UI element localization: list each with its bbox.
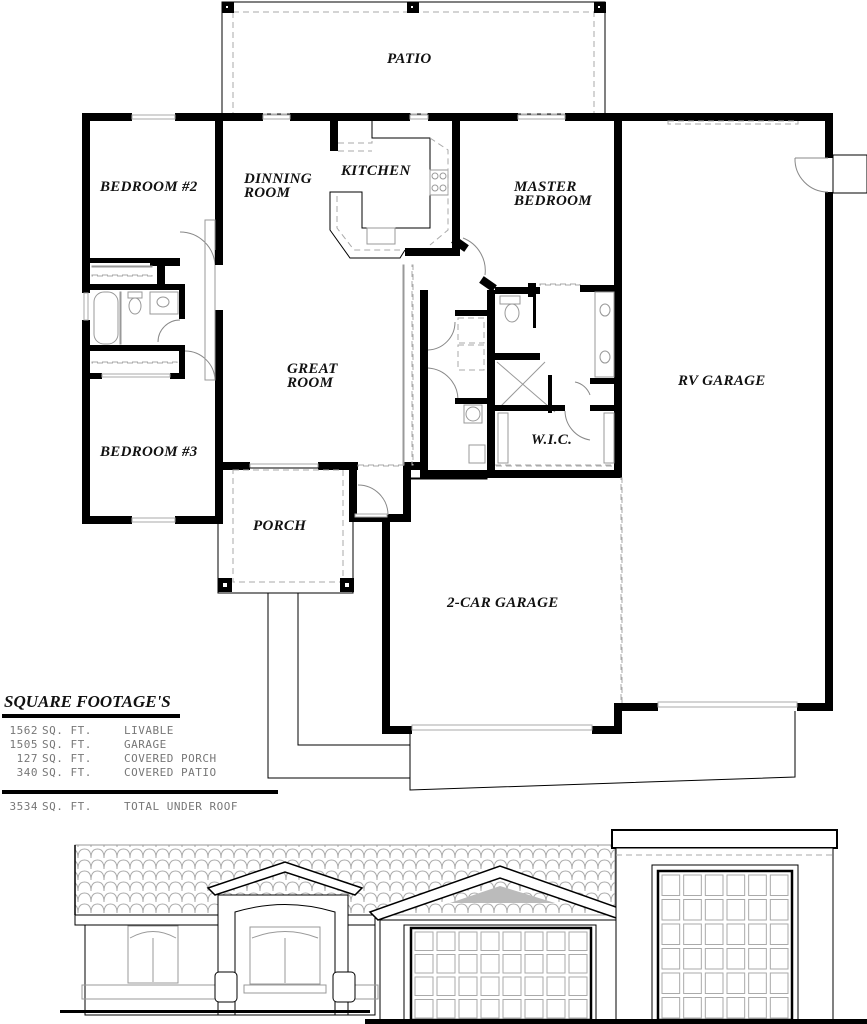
front-elevation xyxy=(60,829,867,1024)
kitchen-block xyxy=(329,121,460,259)
sqft-label: TOTAL UNDER ROOF xyxy=(124,800,238,813)
sqft-unit: SQ. FT. xyxy=(42,724,92,737)
room-label-kitchen: KITCHEN xyxy=(341,163,411,179)
sqft-row-total: 3534 SQ. FT. TOTAL UNDER ROOF xyxy=(2,800,238,813)
room-label-bedroom-2: BEDROOM #2 xyxy=(100,179,198,195)
sqft-unit: SQ. FT. xyxy=(42,752,92,765)
rv-side-door xyxy=(620,154,867,704)
room-label-patio: PATIO xyxy=(387,51,432,67)
room-label-great-room: GREAT ROOM xyxy=(287,361,338,391)
two-car-garage-door xyxy=(409,926,593,1022)
great-line-2: ROOM xyxy=(287,375,334,391)
master-line-2: BEDROOM xyxy=(514,193,592,209)
sqft-label: LIVABLE xyxy=(124,724,174,737)
title-underline xyxy=(2,714,180,718)
master-line-1: MASTER xyxy=(514,179,577,195)
sqft-row-covered-porch: 127 SQ. FT. COVERED PORCH xyxy=(2,752,217,765)
sqft-unit: SQ. FT. xyxy=(42,766,92,779)
room-label-2-car-garage: 2-CAR GARAGE xyxy=(447,595,559,611)
sqft-row-garage: 1505 SQ. FT. GARAGE xyxy=(2,738,167,751)
hall-bath-block xyxy=(90,219,216,381)
patio-area xyxy=(221,1,606,115)
sqft-label: GARAGE xyxy=(124,738,167,751)
sqft-amount: 127 xyxy=(16,752,38,765)
porch-area xyxy=(217,467,796,791)
room-label-wic: W.I.C. xyxy=(531,432,573,448)
total-divider xyxy=(2,790,278,794)
sqft-amount: 1505 xyxy=(9,738,38,751)
great-line-1: GREAT xyxy=(287,361,338,377)
room-label-rv-garage: RV GARAGE xyxy=(678,373,766,389)
sqft-unit: SQ. FT. xyxy=(42,738,92,751)
sqft-amount: 1562 xyxy=(9,724,38,737)
great-room-block xyxy=(215,250,428,518)
square-footage-title: SQUARE FOOTAGE'S xyxy=(4,692,171,711)
sqft-amount: 340 xyxy=(16,766,38,779)
sqft-label: COVERED PORCH xyxy=(124,752,217,765)
master-suite-block xyxy=(410,236,620,480)
sqft-label: COVERED PATIO xyxy=(124,766,217,779)
room-label-porch: PORCH xyxy=(253,518,307,534)
room-label-bedroom-3: BEDROOM #3 xyxy=(100,444,198,460)
sqft-unit: SQ. FT. xyxy=(42,800,92,813)
windows xyxy=(83,114,799,731)
sqft-amount: 3534 xyxy=(9,800,38,813)
room-label-dining-room: DINNING ROOM xyxy=(244,171,312,201)
room-label-master-bedroom: MASTER BEDROOM xyxy=(514,179,592,209)
exterior-walls xyxy=(82,113,833,734)
sqft-row-livable: 1562 SQ. FT. LIVABLE xyxy=(2,724,174,737)
sqft-row-covered-patio: 340 SQ. FT. COVERED PATIO xyxy=(2,766,217,779)
rv-garage-door xyxy=(656,869,794,1022)
dining-line-2: ROOM xyxy=(244,185,291,201)
dining-line-1: DINNING xyxy=(244,171,312,187)
